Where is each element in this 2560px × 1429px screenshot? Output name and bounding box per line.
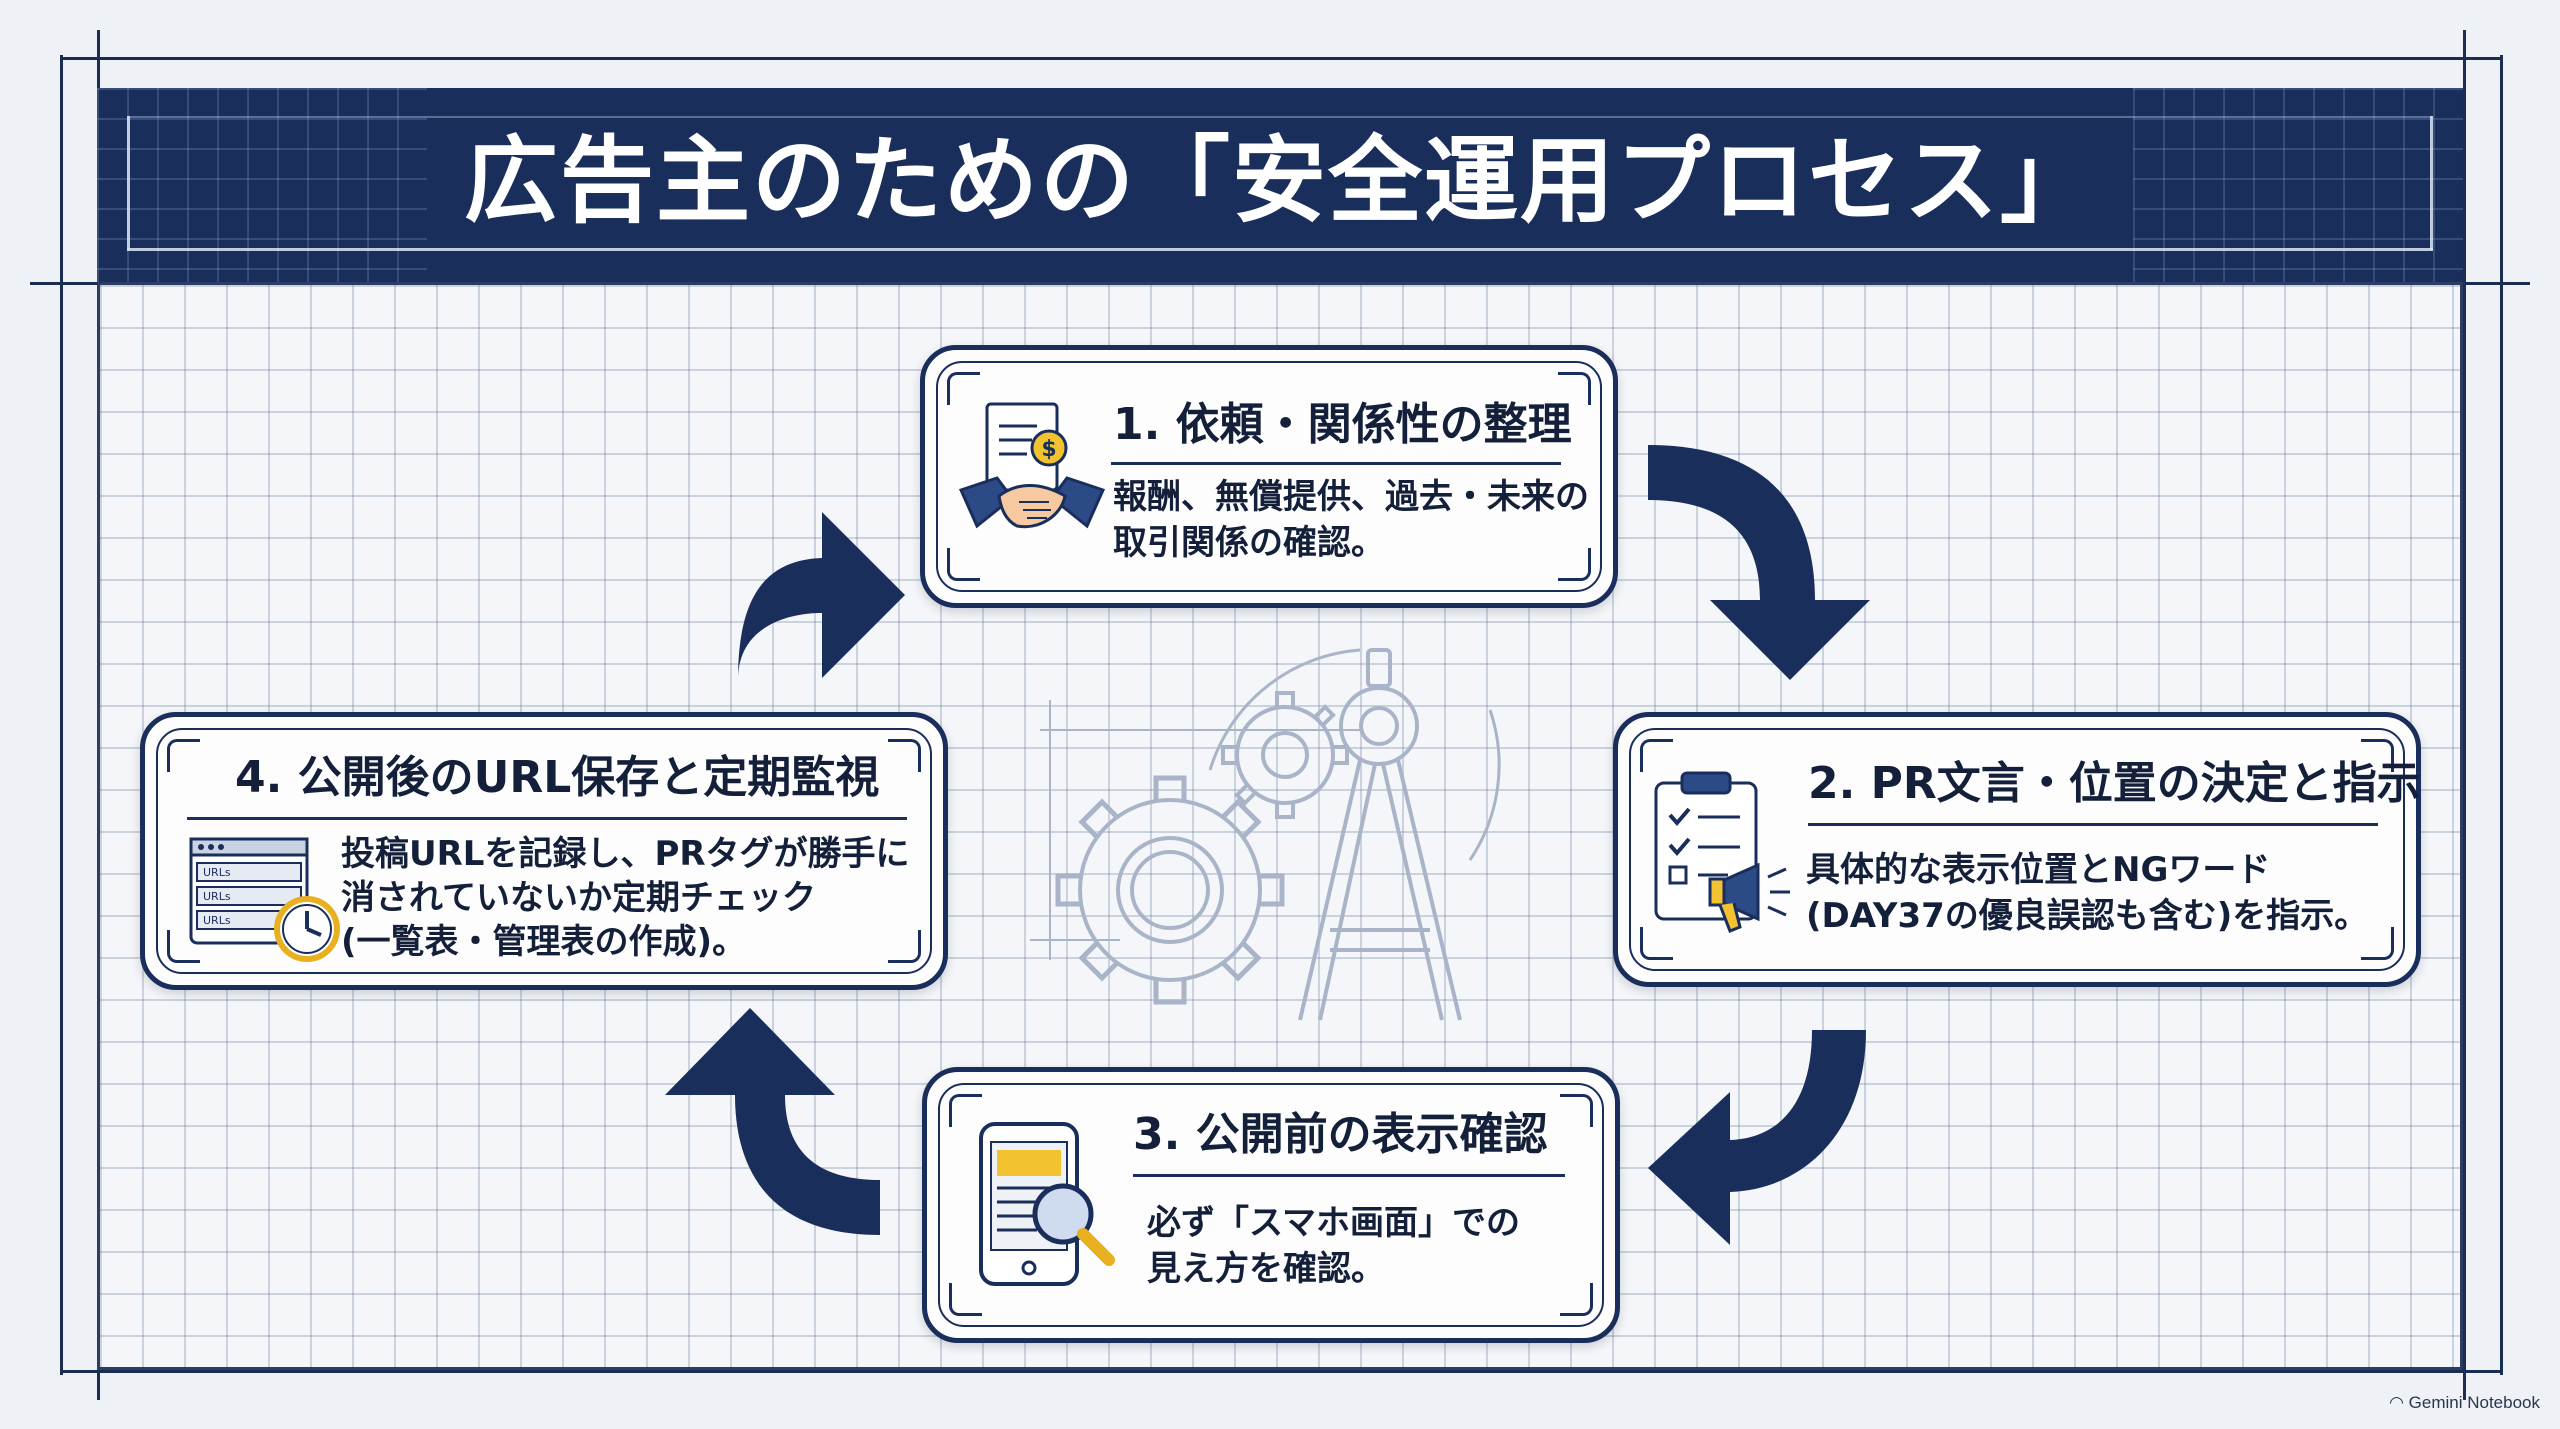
document-handshake-icon: $: [958, 402, 1106, 529]
arrow-step1-to-step2: [1648, 445, 1870, 680]
step-4-desc-line1: 投稿URLを記録し、PRタグが勝手に: [341, 834, 910, 874]
step-4-desc-line2: 消されていないか定期チェック: [341, 878, 816, 918]
step-3-card: 3. 公開前の表示確認 必ず「スマホ画面」での 見え方を確認。: [922, 1067, 1620, 1343]
arrow-step4-to-step1: [685, 512, 905, 680]
card-corner: [949, 1283, 982, 1316]
step-3-desc-line1: 必ず「スマホ画面」での: [1147, 1203, 1520, 1243]
url-row-1-text: URLs: [203, 866, 231, 879]
card-corner: [167, 739, 200, 772]
url-row-2-text: URLs: [203, 890, 231, 903]
card-corner: [888, 930, 921, 963]
card-corner: [1640, 927, 1673, 960]
card-corner: [1558, 548, 1591, 581]
title-banner: 広告主のための「安全運用プロセス」: [97, 88, 2463, 282]
step-2-title: 2. PR文言・位置の決定と指示: [1808, 758, 2421, 809]
url-row-3-text: URLs: [203, 914, 231, 927]
clipboard-megaphone-icon: [1654, 771, 1790, 933]
step-1-rule: [1111, 462, 1561, 465]
card-corner: [888, 739, 921, 772]
card-corner: [1640, 739, 1673, 772]
step-2-card: 2. PR文言・位置の決定と指示 具体的な表示位置とNGワード (DAY37の優…: [1613, 712, 2421, 987]
card-corner: [949, 1094, 982, 1127]
step-1-card: $ 1. 依頼・関係性の整理 報酬、無償提供、過去・未来の 取引関係の確認。: [920, 345, 1618, 608]
card-corner: [1560, 1283, 1593, 1316]
gears-compass-illustration: [1030, 648, 1501, 1021]
watermark-text: Gemini Notebook: [2408, 1393, 2540, 1412]
frame-line-top: [60, 57, 2500, 60]
step-1-desc-line1: 報酬、無償提供、過去・未来の: [1113, 477, 1589, 517]
banner-rule-right: [2430, 116, 2433, 250]
step-4-rule: [187, 817, 907, 820]
phone-magnifier-icon: [979, 1122, 1115, 1286]
step-2-rule: [1808, 823, 2378, 826]
frame-line-left-outer: [60, 55, 63, 1375]
watermark: ◠ Gemini Notebook: [2389, 1393, 2540, 1413]
svg-text:$: $: [1041, 437, 1056, 462]
card-corner: [2361, 927, 2394, 960]
step-4-desc-line3: (一覧表・管理表の作成)。: [341, 922, 747, 962]
card-corner: [1558, 372, 1591, 405]
frame-line-bottom: [60, 1370, 2500, 1373]
arrow-step3-to-step4: [665, 1008, 880, 1235]
gemini-icon: ◠: [2389, 1393, 2409, 1412]
step-1-desc-line2: 取引関係の確認。: [1113, 523, 1385, 563]
step-2-desc-line1: 具体的な表示位置とNGワード: [1806, 850, 2271, 890]
url-list-clock-icon: URLs URLs URLs: [189, 837, 340, 962]
step-1-title: 1. 依頼・関係性の整理: [1113, 399, 1572, 450]
frame-line-right-outer: [2500, 55, 2503, 1375]
arrow-step2-to-step3: [1648, 1030, 1866, 1245]
banner-rule-top: [127, 116, 2433, 118]
card-corner: [947, 548, 980, 581]
card-corner: [947, 372, 980, 405]
step-3-title: 3. 公開前の表示確認: [1133, 1109, 1548, 1160]
banner-rule-left: [127, 116, 130, 250]
step-2-desc-line2: (DAY37の優良誤認も含む)を指示。: [1806, 896, 2369, 936]
card-corner: [167, 930, 200, 963]
step-4-title: 4. 公開後のURL保存と定期監視: [235, 752, 880, 803]
step-4-card: 4. 公開後のURL保存と定期監視 URLs URLs URLs 投稿URLを記…: [140, 712, 948, 990]
card-corner: [2361, 739, 2394, 772]
frame-line-right: [2463, 30, 2466, 1400]
banner-rule-bottom: [127, 248, 2433, 251]
page-title: 広告主のための「安全運用プロセス」: [463, 127, 2096, 236]
step-3-desc-line2: 見え方を確認。: [1147, 1249, 1385, 1289]
step-3-rule: [1133, 1174, 1565, 1177]
card-corner: [1560, 1094, 1593, 1127]
